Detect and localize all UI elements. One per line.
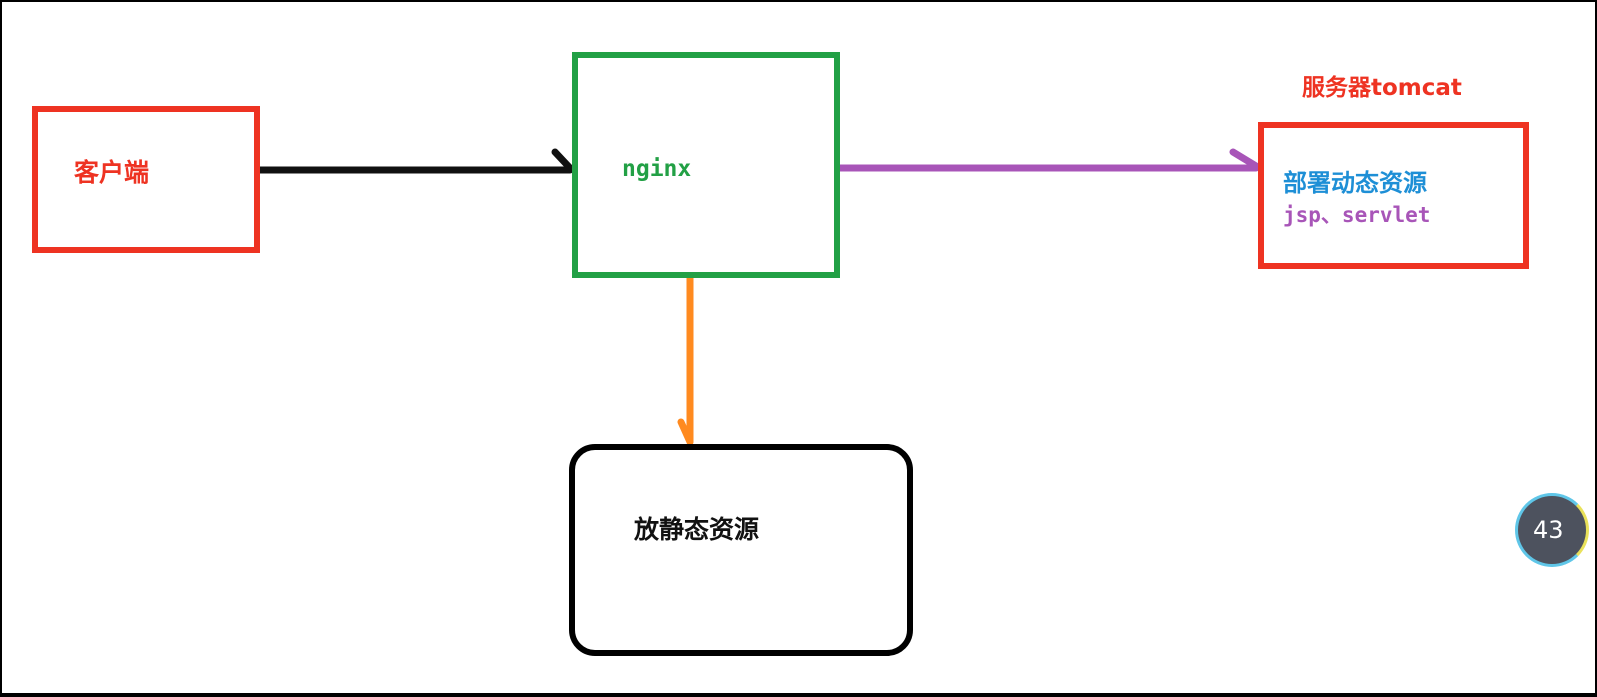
tomcat-node xyxy=(1258,122,1529,269)
timer-badge[interactable]: 43 xyxy=(1515,493,1589,567)
static-resource-node xyxy=(569,444,913,656)
tomcat-dynamic-label: 部署动态资源 xyxy=(1283,169,1427,197)
client-label: 客户端 xyxy=(74,158,150,187)
client-node xyxy=(32,106,260,253)
nginx-label: nginx xyxy=(622,156,692,182)
arrow-nginx-to-static xyxy=(677,274,694,446)
tomcat-tech-label: jsp、servlet xyxy=(1283,203,1431,227)
static-resource-label: 放静态资源 xyxy=(634,515,760,544)
tomcat-title: 服务器tomcat xyxy=(1302,75,1462,101)
arrow-client-to-nginx xyxy=(256,148,574,174)
arrow-nginx-to-tomcat xyxy=(836,148,1260,172)
nginx-node xyxy=(572,52,840,278)
